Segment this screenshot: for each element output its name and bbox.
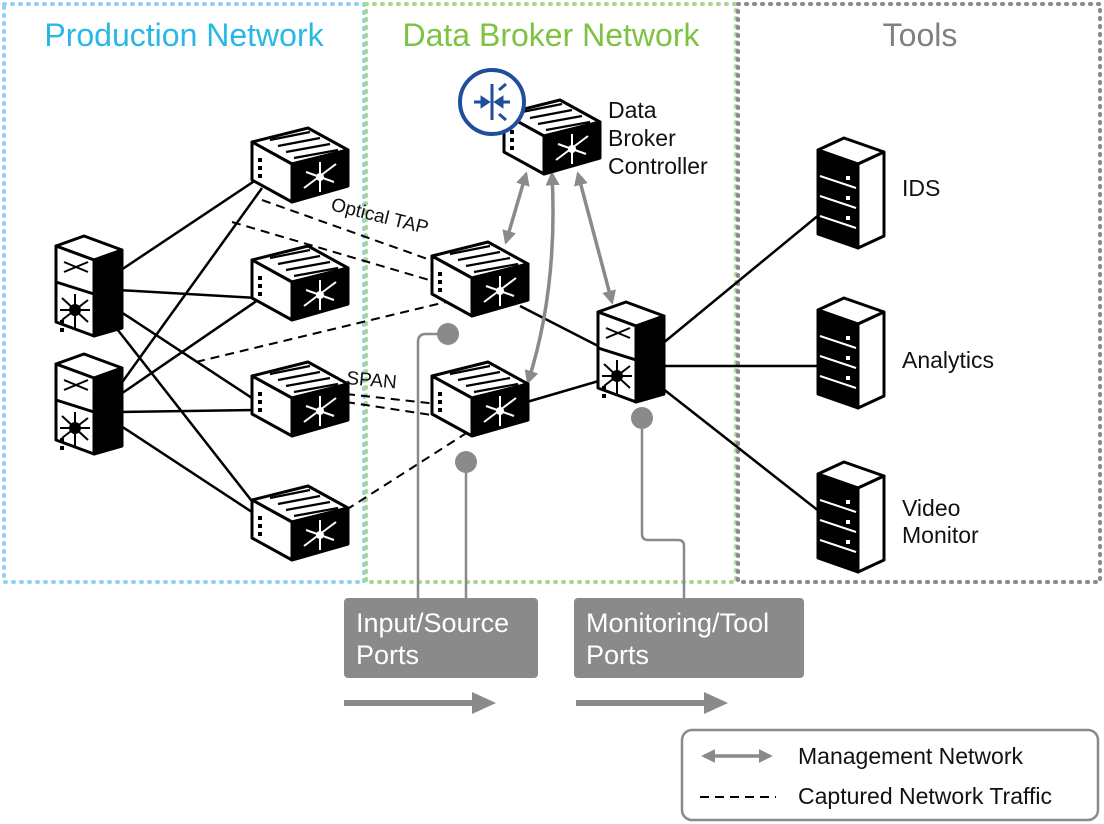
broker-switch-icon: [430, 240, 530, 318]
tools-title: Tools: [883, 17, 958, 53]
network-switch-icon: [250, 126, 350, 204]
network-switch-icon: [250, 360, 350, 438]
video-monitor-label-line1: Video: [902, 495, 960, 521]
broker-switch-icon: [430, 360, 530, 438]
broker-core-router-icon: [596, 300, 666, 404]
server-rack-icon: [816, 136, 886, 250]
data-broker-network-title: Data Broker Network: [403, 17, 701, 53]
core-router-icon: [54, 234, 124, 338]
network-switch-icon: [250, 244, 350, 322]
core-router-icon: [54, 352, 124, 456]
svg-text:Ports: Ports: [356, 640, 419, 670]
production-region-border: [2, 2, 366, 584]
broker-region-border: [364, 2, 738, 584]
port-dots: [437, 323, 653, 473]
svg-text:Ports: Ports: [586, 640, 649, 670]
legend: Management Network Captured Network Traf…: [680, 728, 1100, 822]
flow-arrows: [344, 692, 728, 714]
controller-label-line1: Data: [608, 97, 657, 123]
legend-captured-label: Captured Network Traffic: [798, 783, 1052, 809]
network-switch-icon: [250, 484, 350, 562]
ids-label: IDS: [902, 175, 940, 201]
monitoring-tool-ports-box: Monitoring/Tool Ports: [574, 598, 804, 678]
port-lines: [416, 332, 686, 600]
router-arrows-icon: [458, 68, 526, 136]
production-network-title: Production Network: [44, 17, 324, 53]
svg-text:Input/Source: Input/Source: [356, 608, 509, 638]
server-rack-icon: [816, 460, 886, 574]
svg-text:Monitoring/Tool: Monitoring/Tool: [586, 608, 769, 638]
controller-label-line2: Broker: [608, 125, 676, 151]
span-label: SPAN: [346, 368, 398, 393]
server-rack-icon: [816, 296, 886, 410]
management-links: [502, 171, 616, 385]
optical-tap-label: Optical TAP: [329, 194, 431, 238]
analytics-label: Analytics: [902, 347, 994, 373]
video-monitor-label-line2: Monitor: [902, 522, 979, 548]
controller-label-line3: Controller: [608, 153, 708, 179]
input-source-ports-box: Input/Source Ports: [344, 598, 538, 678]
tools-region-border: [736, 2, 1102, 584]
legend-management-label: Management Network: [798, 743, 1023, 769]
captured-traffic-links: [195, 199, 469, 511]
